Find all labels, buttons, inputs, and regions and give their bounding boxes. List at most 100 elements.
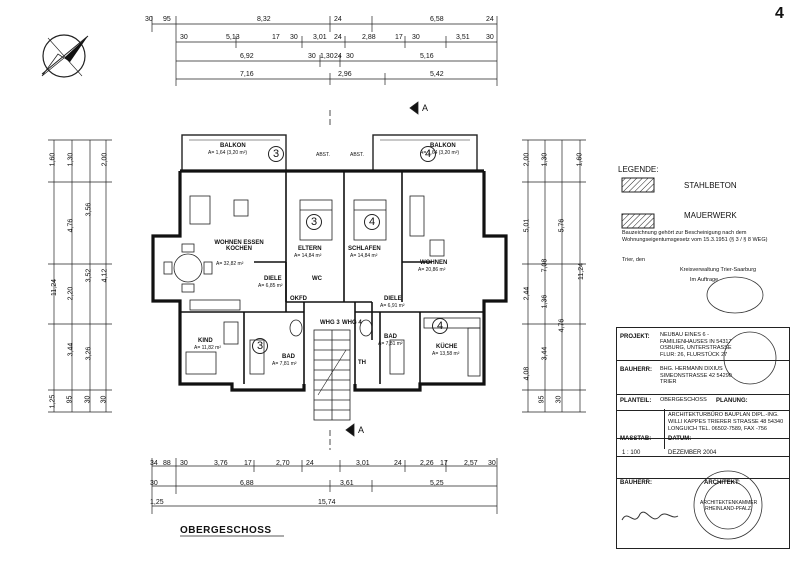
dim-text: 24 [334,53,342,60]
dim-text: 5,25 [430,480,444,487]
dim-text: 17 [440,460,448,467]
dim-text: 95 [163,16,171,23]
projekt-label: PROJEKT: [620,334,650,340]
legend-stamp-text: Trier, den [622,257,646,263]
apartment-number-badge: 3 [268,146,284,162]
staircase [313,329,351,421]
section-line [329,101,419,450]
room-area: A= 14,84 m² [294,253,322,259]
dim-text: 30 [180,34,188,41]
dim-text: 3,56 [85,202,93,217]
dim-text: 6,58 [430,16,444,23]
dim-text: 1,60 [576,152,584,167]
dim-text: 30 [150,480,158,487]
right-dimension-lines [522,139,586,413]
legend-stahlbeton: STAHLBETON [684,181,737,190]
dim-text: 6,92 [240,53,254,60]
room-area: A= 20,86 m² [418,267,446,273]
dim-text: 2,57 [464,460,478,467]
masstab-label: MASSTAB: [620,436,652,442]
room-label: KÜCHE [436,344,458,350]
room-area: A= 13,58 m² [432,351,460,357]
room-label: WC [312,276,322,282]
dim-text: 8,32 [257,16,271,23]
dim-text: 4,76 [67,218,75,233]
dim-text: 24 [394,460,402,467]
room-area: A= 6,91 m² [380,303,405,309]
room-label: BAD [384,334,397,340]
dim-text: 5,42 [430,71,444,78]
dim-text: 5,76 [558,218,566,233]
dim-text: 3,01 [313,34,327,41]
official-stamps [693,276,777,540]
dim-text: 24 [486,16,494,23]
planteil-value: OBERGESCHOSS [660,397,707,403]
room-label: BALKON [220,143,246,149]
dim-text: 30 [346,53,354,60]
room-area: A= 1,64 (3,20 m²) [420,150,460,156]
top-dimension-lines [151,16,498,86]
room-label: ABST. [316,152,330,158]
legend-mauerwerk: MAUERWERK [684,211,737,220]
dim-text: 24 [334,16,342,23]
dim-text: 95 [66,395,74,404]
exterior-walls [151,169,508,392]
room-area: A= 14,84 m² [350,253,378,259]
dim-text: 30 [486,34,494,41]
room-label: DIELE [264,276,282,282]
furniture [163,195,481,377]
dim-text: 3,52 [85,268,93,283]
interior-walls [180,171,484,390]
dim-text: 2,70 [276,460,290,467]
dim-text: 17 [244,460,252,467]
dim-text: 30 [290,34,298,41]
dim-text: 3,44 [67,342,75,357]
dim-text: 30 [555,395,563,404]
room-label: WOHNEN [420,260,448,266]
room-area: A= 11,82 m² [194,345,222,351]
dim-text: 4,12 [101,268,109,283]
page-title: OBERGESCHOSS [180,525,272,536]
room-label: TH [358,360,366,366]
planung-label: PLANUNG: [716,398,748,404]
dim-text: 2,96 [338,71,352,78]
title-block [616,327,790,549]
dim-text: 5,13 [226,34,240,41]
dim-text: 2,44 [523,286,531,301]
dim-text: 2,20 [67,286,75,301]
room-label: OKFD [290,296,307,302]
dim-text: 30 [100,395,108,404]
dim-text: 4,08 [523,366,531,381]
dim-text: 2,00 [523,152,531,167]
bottom-dimension-lines [151,458,498,514]
room-label: WOHNEN ESSEN KOCHEN [214,240,264,252]
room-label: DIELE [384,296,402,302]
apartment-number-badge: 4 [420,146,436,162]
bauherr-label: BAUHERR: [620,367,652,373]
dim-text: 30 [412,34,420,41]
dim-text: 95 [538,395,546,404]
dim-text: 11,24 [578,263,585,280]
page-number: 4 [775,5,784,22]
dim-text: 30 [488,460,496,467]
dim-text: 17 [395,34,403,41]
dim-text: 3,01 [356,460,370,467]
masstab-value: 1 : 100 [622,450,641,456]
architect-stamp-text: ARCHITEKTENKAMMER RHEINLAND-PFALZ [700,500,758,512]
apartment-number-badge: 3 [306,214,322,230]
dim-text: 3,44 [541,346,549,361]
dim-text: 2,88 [362,34,376,41]
room-label: WHG 3 [320,320,340,326]
dim-text: 1,60 [49,152,57,167]
room-label: BAD [282,354,295,360]
dim-text: 1,30 [320,53,334,60]
section-mark-top: A [422,103,429,113]
dim-text: 11,24 [51,279,58,296]
legend-title: LEGENDE: [618,165,659,174]
dim-text: 17 [272,34,280,41]
dim-text: 15,74 [318,499,336,506]
dim-text: 4,76 [558,318,566,333]
apartment-number-badge: 3 [252,338,268,354]
